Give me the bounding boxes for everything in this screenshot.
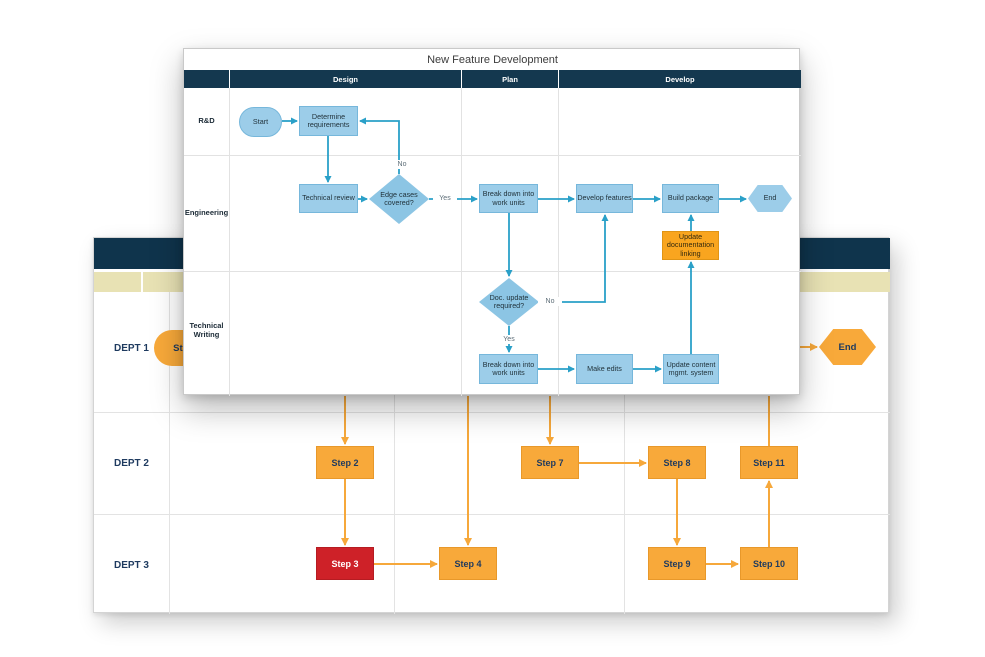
feature-connector-layer xyxy=(282,117,747,373)
lane-label-rd: R&D xyxy=(198,116,215,126)
edge-label-no-2: No xyxy=(538,297,562,306)
lane-divider xyxy=(229,88,230,396)
node-determine-requirements[interactable]: Determine requirements xyxy=(299,106,358,136)
node-step-11[interactable]: Step 11 xyxy=(740,446,798,479)
phase-header-design: Design xyxy=(229,70,461,88)
edge-label-yes-2: Yes xyxy=(497,335,521,344)
lane-label-dept3: DEPT 3 xyxy=(113,559,149,571)
diagram-title: New Feature Development xyxy=(427,53,558,66)
phase-divider xyxy=(394,292,395,614)
row-divider xyxy=(94,514,890,515)
node-dept-end[interactable]: End xyxy=(819,329,876,365)
node-end[interactable]: End xyxy=(748,185,792,212)
edge-label-no-1: No xyxy=(391,160,413,169)
node-step-10[interactable]: Step 10 xyxy=(740,547,798,580)
node-step-9[interactable]: Step 9 xyxy=(648,547,706,580)
lane-label-dept2: DEPT 2 xyxy=(113,457,149,469)
phase-divider xyxy=(558,88,559,396)
node-update-documentation-linking[interactable]: Update documentation linking xyxy=(662,231,719,260)
phase-divider xyxy=(461,88,462,396)
lane-label-engineering: Engineering xyxy=(184,208,229,218)
phase-header-band: Design Plan Develop xyxy=(184,70,801,88)
row-divider xyxy=(184,271,801,272)
phase-header-develop: Develop xyxy=(558,70,801,88)
lane-divider xyxy=(169,292,170,614)
node-edge-cases-decision-label: Edge cases covered? xyxy=(380,189,418,207)
node-step-4[interactable]: Step 4 xyxy=(439,547,497,580)
node-make-edits[interactable]: Make edits xyxy=(576,354,633,384)
node-step-3[interactable]: Step 3 xyxy=(316,547,374,580)
row-divider xyxy=(94,412,890,413)
node-technical-review[interactable]: Technical review xyxy=(299,184,358,213)
lane-label-dept1: DEPT 1 xyxy=(113,342,149,354)
node-update-content-mgmt-system[interactable]: Update content mgmt. system xyxy=(663,354,719,384)
tan-separator xyxy=(141,272,143,292)
node-doc-update-decision-label: Doc. update required? xyxy=(489,292,529,310)
node-break-down-work-units-tw[interactable]: Break down into work units xyxy=(479,354,538,384)
node-start[interactable]: Start xyxy=(239,107,282,137)
feature-flowchart-card: New Feature Development Design Plan Deve… xyxy=(183,48,801,396)
edge-label-yes-1: Yes xyxy=(433,194,457,203)
phase-divider xyxy=(624,292,625,614)
phase-header-plan: Plan xyxy=(461,70,558,88)
edge-no-to-developfeatures xyxy=(539,214,609,303)
row-divider xyxy=(184,155,801,156)
phase-header-spacer xyxy=(184,70,229,88)
lane-label-technical-writing: Technical Writing xyxy=(189,320,224,339)
node-step-2[interactable]: Step 2 xyxy=(316,446,374,479)
node-break-down-work-units-eng[interactable]: Break down into work units xyxy=(479,184,538,213)
node-step-7[interactable]: Step 7 xyxy=(521,446,579,479)
node-step-8[interactable]: Step 8 xyxy=(648,446,706,479)
node-build-package[interactable]: Build package xyxy=(662,184,719,213)
node-develop-features[interactable]: Develop features xyxy=(576,184,633,213)
